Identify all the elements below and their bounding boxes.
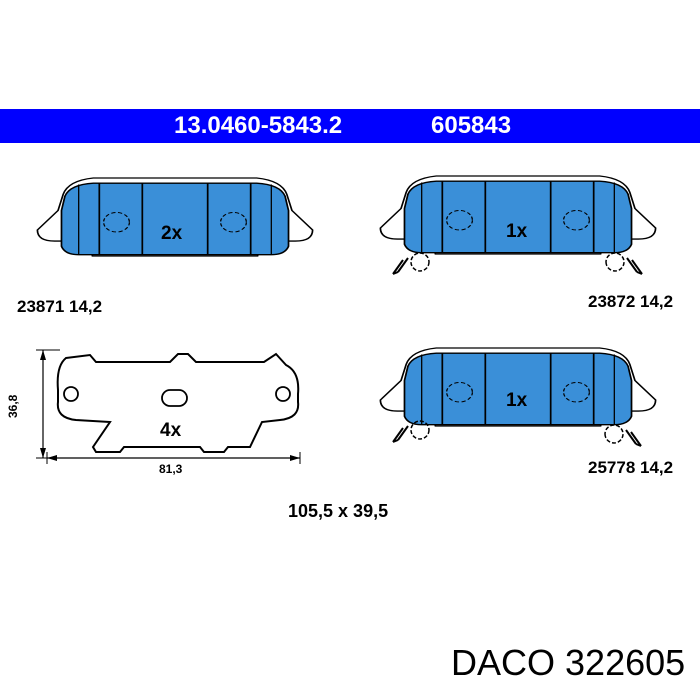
footer-part-number: 322605 [565,642,686,683]
pad-top-left-code: 23871 14,2 [17,297,103,316]
shim-width-label: 81,3 [159,462,183,476]
pad-bottom-right-qty: 1x [506,390,528,411]
shim-plate-drawing [56,352,300,453]
footer-brand: DACO [451,642,556,683]
wear-sensor-bottom-right [604,424,642,447]
pad-top-left-qty: 2x [161,223,183,244]
footer-part-label: DACO 322605 [451,642,685,684]
wear-sensor-top-left [392,252,430,275]
pad-top-right-qty: 1x [506,221,528,242]
shim-width-dimension [46,452,301,464]
header-banner: 13.0460-5843.2 605843 [0,109,700,143]
pad-top-right-code: 23872 14,2 [588,292,674,311]
reference-number: 605843 [431,112,512,139]
shim-qty: 4x [160,420,182,441]
part-number: 13.0460-5843.2 [174,112,343,139]
shim-height-dimension [36,349,60,459]
wear-sensor-top-right [605,252,643,275]
overall-dimensions: 105,5 x 39,5 [288,501,389,521]
pad-bottom-right-code: 25778 14,2 [588,458,674,477]
shim-height-label: 36,8 [6,394,20,418]
pad-bottom-right-drawing [379,347,657,427]
